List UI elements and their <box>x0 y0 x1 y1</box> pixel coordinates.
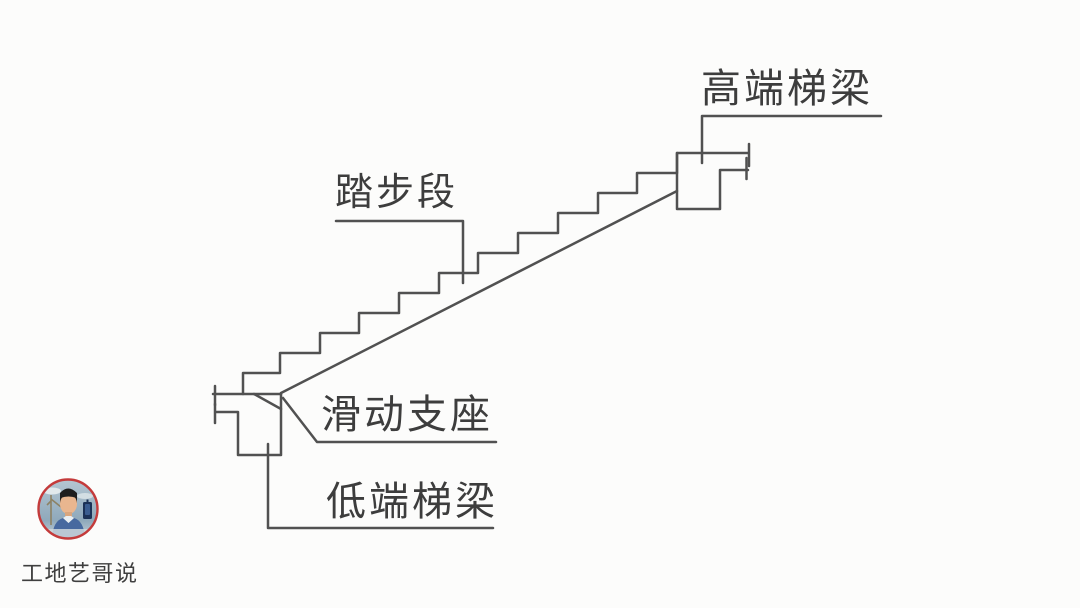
sliding-wedge <box>252 392 283 411</box>
label-tread-section: 踏步段 <box>335 172 459 214</box>
leader-high-end-beam <box>700 114 883 165</box>
avatar-collar <box>63 516 74 523</box>
high-end-beam-outline <box>675 151 750 211</box>
low-end-beam-outline <box>214 392 283 457</box>
label-low-end-beam: 低端梯梁 <box>326 480 498 524</box>
leader-sliding-support <box>281 396 498 444</box>
label-sliding-support: 滑动支座 <box>321 393 493 437</box>
avatar-ring <box>37 478 99 540</box>
label-high-end-beam: 高端梯梁 <box>701 67 873 111</box>
stair-steps-outline <box>241 151 750 396</box>
stair-soffit-line <box>279 189 679 395</box>
leader-tread-section <box>334 219 465 285</box>
brand-name: 工地艺哥说 <box>21 561 139 586</box>
avatar-crane <box>46 495 62 525</box>
construction-worker-avatar <box>37 478 99 540</box>
leader-low-end-beam <box>266 442 495 530</box>
avatar-face <box>60 494 77 514</box>
